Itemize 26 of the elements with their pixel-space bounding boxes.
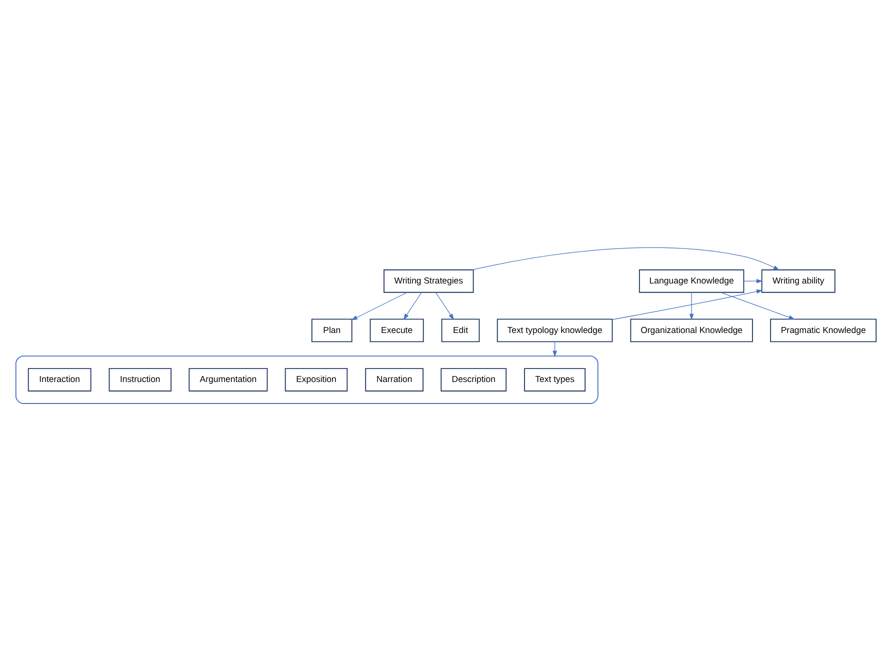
cluster (15, 356, 598, 404)
node-box: Organizational Knowledge (630, 318, 753, 342)
node-box: Writing ability (761, 269, 836, 293)
arrow (612, 289, 763, 320)
arrow (472, 247, 780, 270)
arrow (689, 292, 694, 320)
node-box: Argumentation (188, 368, 268, 392)
node-box: Execute (370, 318, 424, 342)
node-box: Edit (441, 318, 480, 342)
arrow (744, 278, 763, 284)
node-box: Text types (524, 368, 586, 392)
arrow (351, 292, 408, 320)
node-box: Narration (365, 368, 424, 392)
node-box: Writing Strategies (384, 269, 474, 293)
arrow (403, 292, 422, 320)
node-box: Exposition (284, 368, 348, 392)
node-box: Pragmatic Knowledge (770, 318, 877, 342)
node-box: Language Knowledge (638, 269, 744, 293)
node-box: Instruction (108, 368, 172, 392)
node-box: Description (440, 368, 507, 392)
node-box: Text typology knowledge (496, 318, 613, 342)
arrow (435, 292, 454, 320)
node-box: Interaction (28, 368, 92, 392)
arrow (720, 292, 796, 320)
node-box: Plan (311, 318, 352, 342)
arrow (552, 341, 557, 357)
